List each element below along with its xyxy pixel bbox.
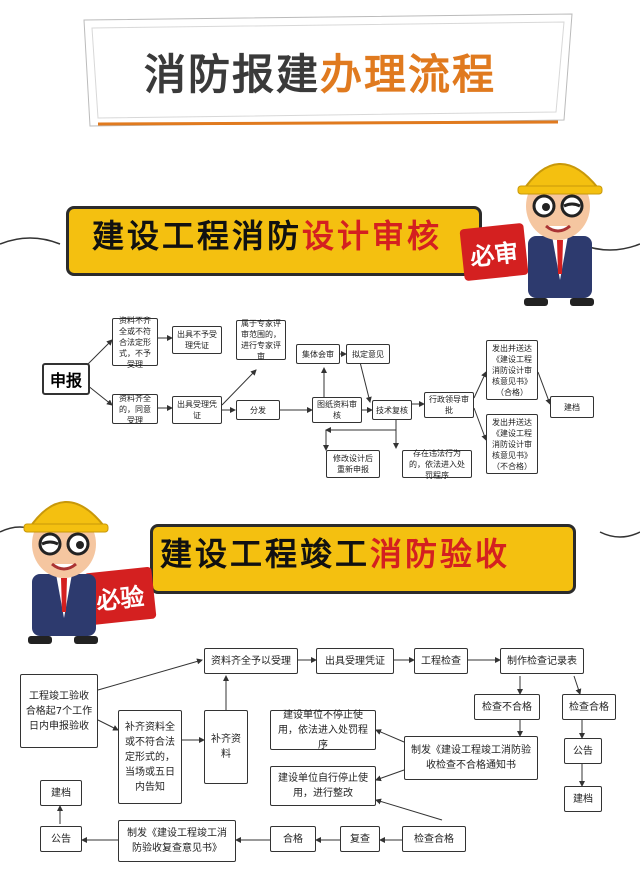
group-review-node: 集体会审	[296, 344, 340, 364]
title-banner	[83, 13, 573, 127]
stop-fix-node: 建设单位自行停止使用，进行整改	[270, 766, 376, 806]
fail-node: 检查不合格	[474, 694, 540, 720]
accept-node: 资料齐全予以受理	[204, 648, 298, 674]
archive-node: 建档	[550, 396, 594, 418]
section1-title: 建设工程消防设计审核	[92, 217, 443, 255]
qualified-node: 合格	[270, 826, 316, 852]
announce-node: 公告	[564, 738, 602, 764]
accept-cert-node: 出具受理凭证	[172, 396, 222, 424]
page-title: 消防报建办理流程	[143, 50, 497, 99]
revise-node: 修改设计后重新申报	[326, 450, 380, 478]
distribute-node: 分发	[236, 400, 280, 420]
stop-punish-node: 建设单位不停止使用，依法进入处罚程序	[270, 710, 376, 751]
apply-acceptance-node: 工程竣工验收合格起7个工作日内申报验收	[20, 674, 98, 748]
inspect-node: 工程检查	[414, 648, 468, 674]
apply-button[interactable]: 申报	[42, 363, 90, 395]
pass-node: 检查合格	[562, 694, 616, 720]
issue-fail-notice-node: 制发《建设工程竣工消防验收检查不合格通知书	[404, 736, 538, 780]
section1-banner	[66, 206, 482, 276]
issue-fail-node: 发出并送达《建设工程消防设计审核意见书》（不合格）	[486, 414, 538, 474]
worker-mascot-icon	[517, 163, 603, 306]
section2-banner	[150, 524, 576, 594]
recheck-pass-node: 检查合格	[402, 826, 466, 852]
announce-node-2: 公告	[40, 826, 82, 852]
draft-opinion-node: 拟定意见	[346, 344, 390, 364]
accept-cert-node-2: 出具受理凭证	[316, 648, 394, 674]
archive-node-3: 建档	[40, 780, 82, 806]
violation-node: 存在违法行为的，依法进入处罚程序	[402, 449, 472, 480]
admin-approve-node: 行政领导审批	[424, 392, 474, 418]
section2-title: 建设工程竣工消防验收	[160, 535, 511, 573]
supplement-docs-node: 补齐资料	[204, 710, 248, 784]
recheck-node: 复查	[340, 826, 380, 852]
worker-mascot-icon-2	[23, 501, 109, 644]
tech-review-node: 技术复核	[372, 400, 412, 420]
no-accept-cert-node: 出具不予受理凭证	[172, 326, 222, 354]
complete-node: 资料齐全的，同意受理	[112, 394, 158, 425]
drawing-review-node: 图纸资料审核	[312, 397, 362, 423]
issue-opinion-node: 制发《建设工程竣工消防验收复查意见书》	[118, 820, 236, 862]
incomplete-node: 资料不齐全或不符合法定形式，不予受理	[112, 316, 158, 369]
expert-review-node: 属于专家评审范围的，进行专家评审	[236, 319, 286, 361]
archive-node-2: 建档	[564, 786, 602, 812]
supplement-node: 补齐资料全或不符合法定形式的，当场或五日内告知	[118, 710, 182, 804]
record-node: 制作检查记录表	[500, 648, 584, 674]
issue-pass-node: 发出并送达《建设工程消防设计审核意见书》（合格）	[486, 340, 538, 400]
